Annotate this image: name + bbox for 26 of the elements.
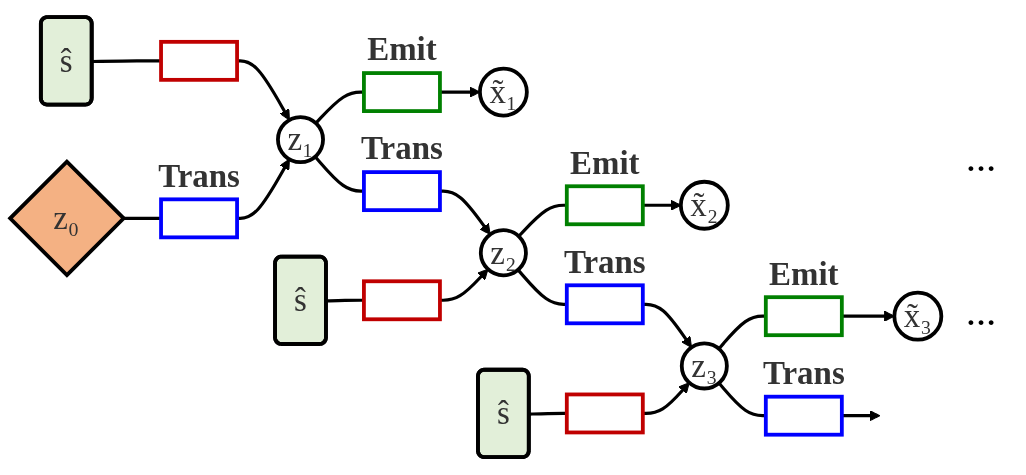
factor-label: Trans xyxy=(762,355,845,392)
node-circle: x̃₂ xyxy=(678,180,730,231)
node-box xyxy=(362,71,442,114)
ellipsis-label: … xyxy=(966,297,997,332)
node-box xyxy=(564,392,645,435)
factor-label: Emit xyxy=(367,31,437,68)
factor-label: Emit xyxy=(769,255,839,292)
node-circle: z₃ xyxy=(679,341,729,391)
ellipsis-label: … xyxy=(966,143,997,178)
node-circle: x̃₁ xyxy=(478,67,529,118)
node-circle: z₂ xyxy=(478,228,528,278)
node-circle: x̃₃ xyxy=(892,291,944,342)
node-diamond: z₀ xyxy=(7,159,127,279)
node-box xyxy=(564,283,645,326)
factor-label: Emit xyxy=(570,144,640,181)
factor-label: Trans xyxy=(563,243,646,280)
node-box xyxy=(362,279,442,322)
node-box xyxy=(159,40,239,83)
node-box xyxy=(763,295,844,338)
node-box xyxy=(564,184,645,227)
node-box xyxy=(763,395,844,437)
node-circle: z₁ xyxy=(276,115,325,165)
factor-label: Trans xyxy=(361,130,443,167)
node-box xyxy=(159,197,239,240)
node-box xyxy=(362,170,442,213)
factor-label: Trans xyxy=(158,158,240,194)
